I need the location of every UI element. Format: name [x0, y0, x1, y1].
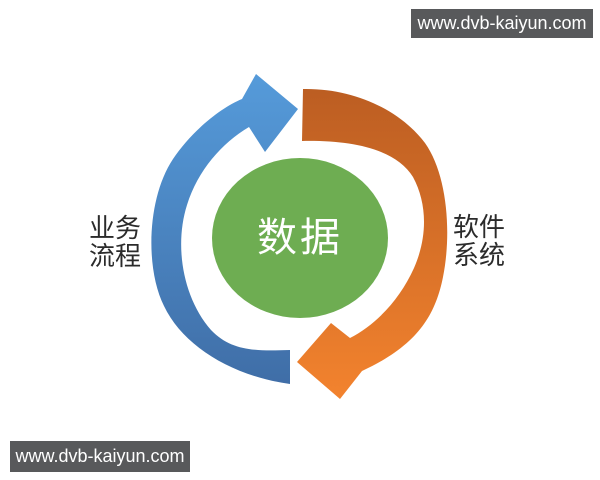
data-circle: [212, 158, 388, 318]
right-label: 软件 系统: [443, 213, 515, 269]
center-label: 数据: [257, 216, 343, 260]
left-label-line1: 业务: [88, 213, 141, 243]
left-label-line2: 流程: [88, 241, 141, 271]
orange-cycle-arrow: [297, 88, 448, 399]
right-label-line1: 软件: [452, 212, 505, 242]
watermark-bottom: www.dvb-kaiyun.com: [10, 441, 190, 472]
blue-cycle-arrow: [151, 74, 298, 384]
left-label: 业务 流程: [79, 214, 151, 270]
watermark-top: www.dvb-kaiyun.com: [411, 9, 593, 38]
right-label-line2: 系统: [452, 240, 505, 270]
